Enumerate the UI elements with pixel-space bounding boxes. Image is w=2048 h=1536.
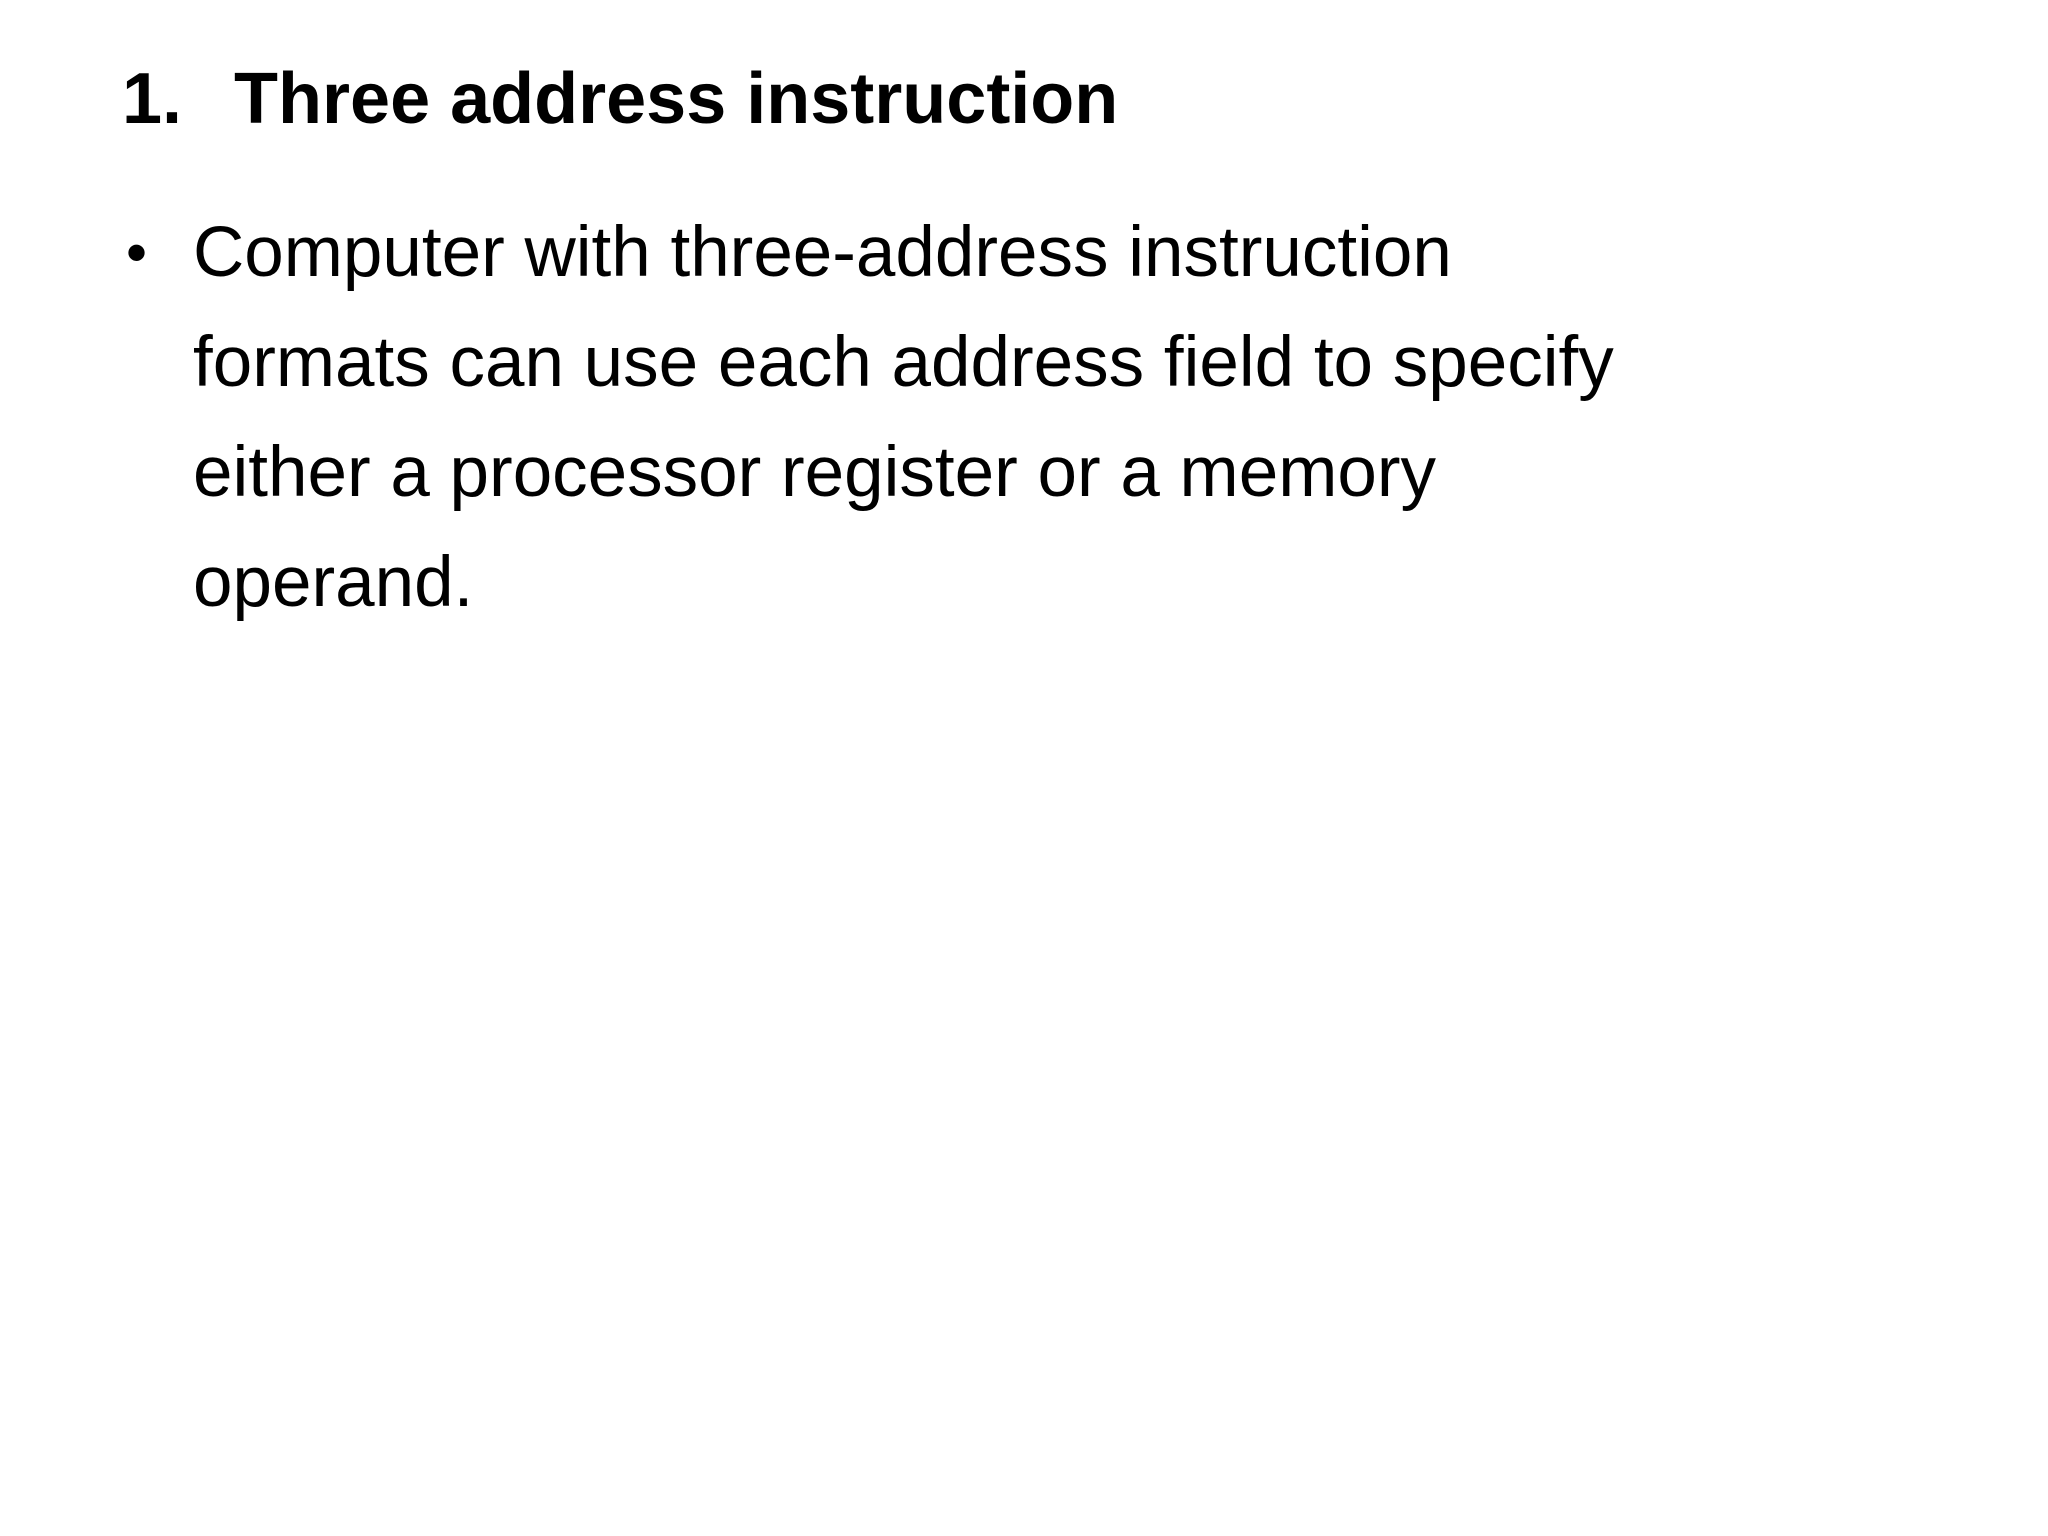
bullet-text: Computer with three-address instruction … — [193, 198, 1614, 638]
bullet-line: formats can use each address field to sp… — [193, 323, 1614, 402]
bullet-item: • Computer with three-address instructio… — [126, 198, 1614, 638]
slide-heading: 1. Three address instruction — [122, 58, 1118, 141]
bullet-line: either a processor register or a memory — [193, 433, 1436, 512]
heading-title: Three address instruction — [234, 59, 1119, 139]
bullet-line: Computer with three-address instruction — [193, 213, 1452, 292]
bullet-line: operand. — [193, 543, 474, 622]
bullet-marker-icon: • — [126, 219, 148, 286]
heading-number: 1. — [122, 59, 183, 139]
